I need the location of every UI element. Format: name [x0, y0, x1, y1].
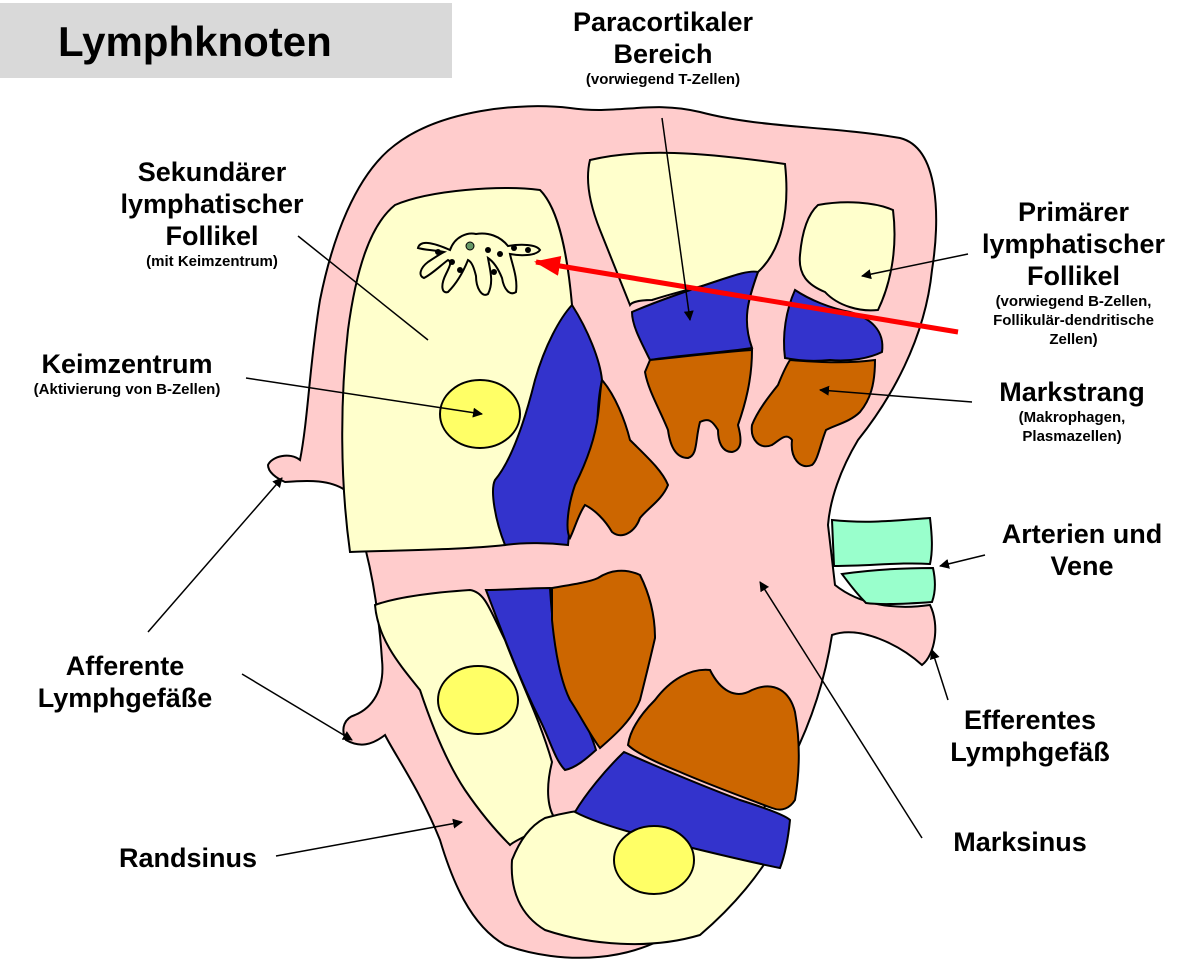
- label-medullary-cord: Markstrang (Makrophagen, Plasmazellen): [966, 376, 1178, 446]
- label-efferent: Efferentes Lymphgefäß: [930, 704, 1130, 768]
- label-paracortical: Paracortikaler Bereich (vorwiegend T-Zel…: [528, 6, 798, 89]
- label-afferent: Afferente Lymphgefäße: [18, 650, 232, 714]
- label-primary-follicle: Primärer lymphatischer Follikel (vorwieg…: [960, 196, 1187, 349]
- label-arteries-vein: Arterien und Vene: [982, 518, 1182, 582]
- label-subcapsular-sinus: Randsinus: [96, 842, 280, 874]
- germinal-center-lower: [438, 666, 518, 734]
- label-germinal-center: Keimzentrum (Aktivierung von B-Zellen): [0, 348, 254, 399]
- germinal-center-bottom: [614, 826, 694, 894]
- label-medullary-sinus: Marksinus: [928, 826, 1112, 858]
- label-secondary-follicle: Sekundärer lymphatischer Follikel (mit K…: [92, 156, 332, 271]
- artery-vessel: [832, 518, 932, 566]
